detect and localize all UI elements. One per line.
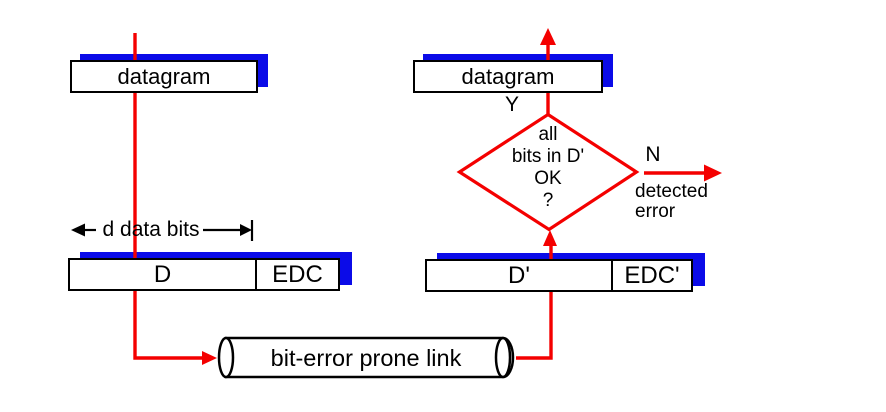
- detected-error-label: detected error: [635, 181, 708, 222]
- decision-question: all bits in D' OK ?: [511, 124, 585, 211]
- sender-flow-line: [133, 33, 203, 360]
- receiver-frame: D' EDC': [425, 259, 693, 292]
- sender-datagram-box: datagram: [70, 60, 258, 93]
- sender-datagram-label: datagram: [117, 63, 211, 89]
- sender-flow-arrowhead: [202, 351, 217, 365]
- sender-edc-label: EDC: [272, 260, 323, 288]
- deliver-arrowhead: [540, 28, 556, 45]
- sender-frame: D EDC: [68, 258, 340, 291]
- receiver-datagram-label: datagram: [461, 63, 555, 89]
- no-branch-label: N: [645, 143, 661, 166]
- dimension-left-arrowhead: [71, 223, 85, 237]
- yes-branch-label: Y: [504, 93, 519, 116]
- link-label: bit-error prone link: [270, 345, 462, 371]
- receiver-edc-label: EDC': [624, 261, 680, 289]
- dimension-right-arrowhead: [240, 224, 252, 236]
- receiver-data-label: D': [508, 261, 530, 289]
- no-branch-arrowhead: [704, 164, 722, 182]
- decision-diamond: [456, 112, 640, 232]
- receiver-datagram-box: datagram: [413, 60, 603, 93]
- receiver-frame-data-cell: D': [427, 261, 611, 290]
- receiver-frame-edc-cell: EDC': [611, 261, 691, 290]
- link-cylinder-right-cap: [494, 336, 512, 379]
- sender-frame-data-cell: D: [70, 260, 255, 289]
- data-bits-label: d data bits: [102, 218, 200, 241]
- link-cylinder-left-cap: [217, 336, 235, 379]
- receiver-flow-arrowhead: [543, 230, 557, 246]
- sender-data-label: D: [153, 260, 172, 288]
- sender-frame-edc-cell: EDC: [255, 260, 338, 289]
